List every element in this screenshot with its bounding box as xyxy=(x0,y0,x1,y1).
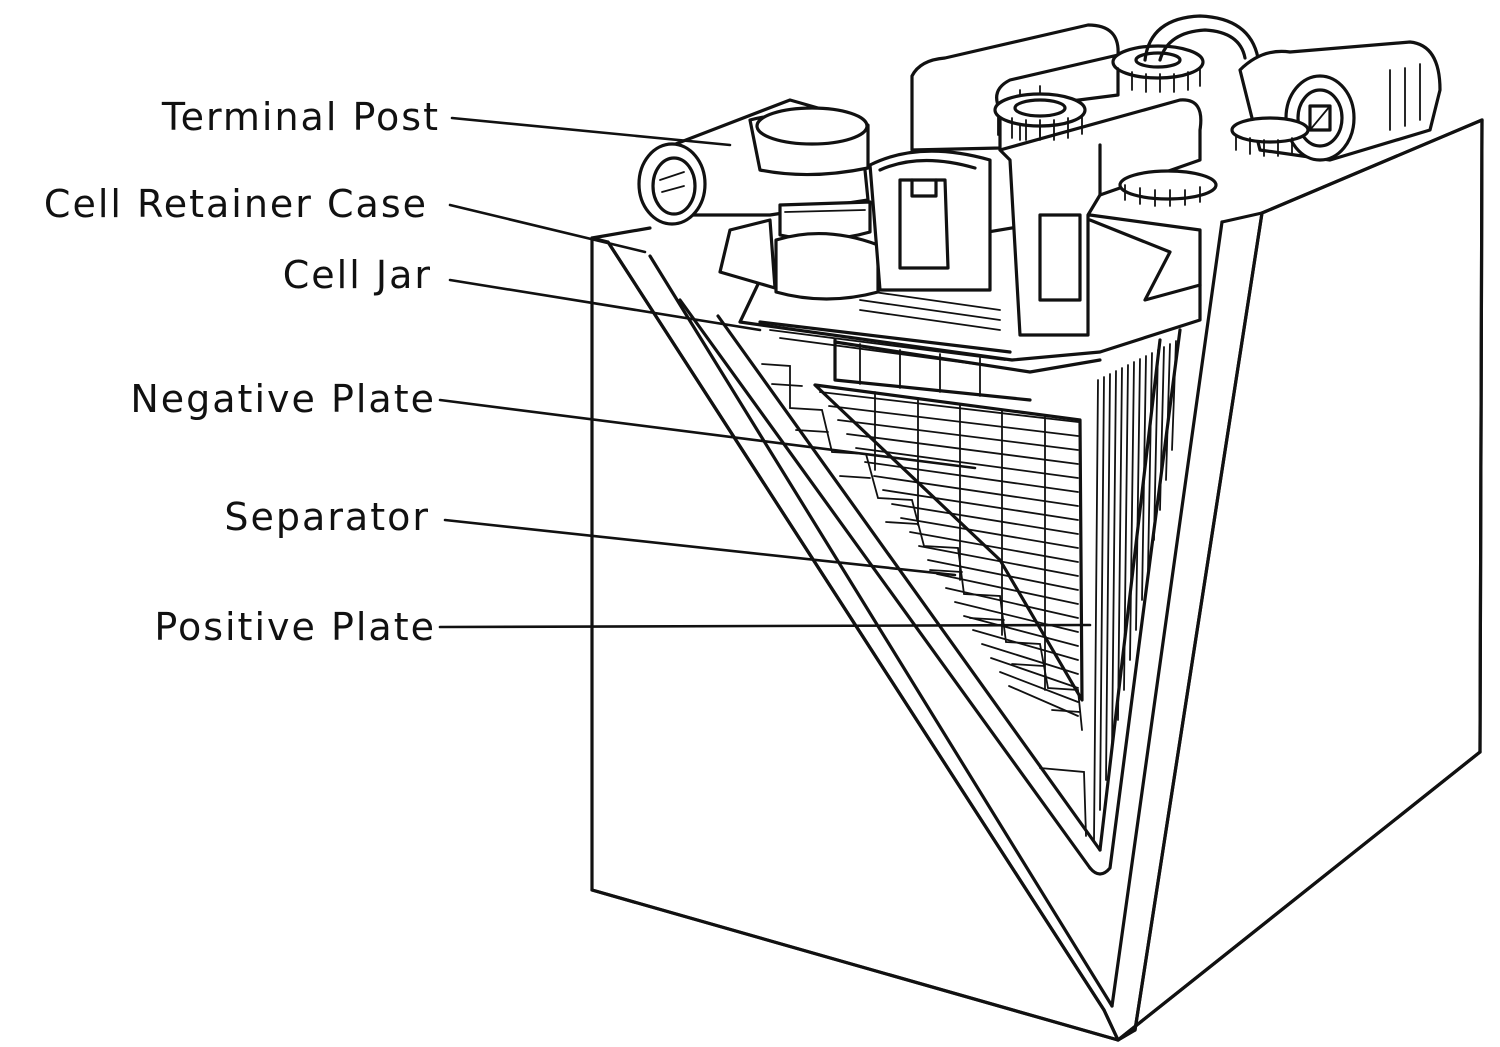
plate-grid-line xyxy=(927,559,1079,591)
separator-steps xyxy=(761,363,1087,837)
plate-edge-line xyxy=(1171,340,1177,451)
plate-grid-line xyxy=(900,517,1079,549)
plate-grid-line xyxy=(963,615,1079,647)
plate-edge-line xyxy=(1165,343,1171,481)
labels: Terminal Post Cell Retainer Case Cell Ja… xyxy=(44,95,440,649)
leader-cell-retainer-case xyxy=(448,203,647,254)
plate-edge-line xyxy=(1111,370,1117,751)
gear-caps xyxy=(993,44,1205,141)
label-positive-plate: Positive Plate xyxy=(154,605,436,649)
label-separator: Separator xyxy=(224,495,430,539)
plate-grid-line xyxy=(819,391,1079,423)
plate-edge-line xyxy=(1135,358,1141,631)
label-terminal-post: Terminal Post xyxy=(161,95,440,139)
terminal-post-part xyxy=(637,98,880,301)
plate-grid xyxy=(813,383,1084,717)
plate-grid-line xyxy=(918,545,1079,577)
plate-edge-line xyxy=(1117,367,1123,721)
cable-loop xyxy=(1143,14,1260,62)
plate-grid-line xyxy=(981,643,1079,675)
vent-cap xyxy=(868,149,992,292)
right-terminal xyxy=(1230,40,1442,162)
leader-lines xyxy=(438,116,1092,629)
leader-negative-plate xyxy=(438,398,977,470)
plate-grid-line xyxy=(864,461,1079,493)
plate-grid-line xyxy=(954,601,1079,633)
plate-edge-line xyxy=(1141,355,1147,601)
label-cell-retainer-case: Cell Retainer Case xyxy=(44,182,428,226)
plate-edges xyxy=(1093,340,1177,841)
z-strap xyxy=(1088,218,1202,302)
plate-grid-line xyxy=(990,657,1079,689)
label-negative-plate: Negative Plate xyxy=(130,377,436,421)
plate-edge-line xyxy=(1093,379,1099,841)
plate-grid-line xyxy=(891,503,1079,535)
plate-edge-line xyxy=(1105,373,1111,781)
plate-outline xyxy=(813,383,1084,702)
plate-edge-line xyxy=(1123,364,1129,691)
leader-terminal-post xyxy=(450,116,732,147)
plate-edge-line xyxy=(1153,349,1159,541)
leader-positive-plate xyxy=(438,623,1092,629)
plate-grid-line xyxy=(909,531,1079,563)
plate-grid-line xyxy=(882,489,1079,521)
plate-grid-line xyxy=(999,671,1079,703)
plate-grid-line xyxy=(837,419,1079,451)
plate-grid-line xyxy=(828,405,1079,437)
plate-grid-line xyxy=(846,433,1079,465)
plate-grid-line xyxy=(945,587,1079,619)
label-cell-jar: Cell Jar xyxy=(283,253,432,297)
plate-grid-line xyxy=(936,573,1079,605)
leader-separator xyxy=(443,518,957,577)
plate-grid-line xyxy=(855,447,1079,479)
retainer-case-body xyxy=(590,118,1484,1042)
leader-cell-jar xyxy=(448,278,762,332)
plate-edge-line xyxy=(1129,361,1135,661)
terminal-hardware xyxy=(637,14,1442,337)
plate-grid-line xyxy=(873,475,1079,507)
plate-edge-line xyxy=(1159,346,1165,511)
connector-bar-lower xyxy=(998,98,1218,337)
plate-edge-line xyxy=(1147,352,1153,571)
plate-edge-line xyxy=(1099,376,1105,811)
plate-grid-line xyxy=(972,629,1079,661)
